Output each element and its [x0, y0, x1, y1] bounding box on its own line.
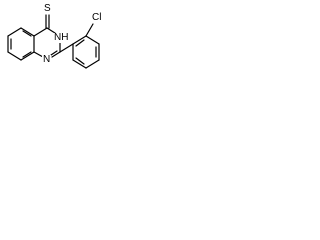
- bond: [20, 27, 35, 37]
- bond: [85, 35, 100, 45]
- bond: [85, 59, 100, 69]
- sulfur-atom-label: S: [43, 3, 52, 14]
- bond: [51, 51, 61, 58]
- bond: [20, 51, 35, 61]
- molecule-diagram: S NH N Cl: [0, 0, 122, 98]
- bond-skeleton: [7, 14, 100, 69]
- double-bond: [75, 57, 85, 65]
- bond: [72, 35, 87, 45]
- double-bond: [75, 39, 85, 47]
- bond: [7, 27, 22, 37]
- bond: [7, 51, 22, 61]
- bond: [85, 23, 94, 37]
- bond: [59, 43, 74, 53]
- double-bond: [22, 30, 32, 37]
- chlorine-atom-label: Cl: [91, 12, 103, 23]
- nh-atom-label: NH: [53, 32, 70, 43]
- bond: [46, 27, 56, 34]
- bond: [33, 27, 48, 37]
- double-bond: [22, 51, 32, 58]
- double-bond: [50, 50, 58, 56]
- nitrogen-atom-label: N: [42, 54, 52, 65]
- bond: [72, 59, 87, 69]
- bond: [33, 51, 44, 58]
